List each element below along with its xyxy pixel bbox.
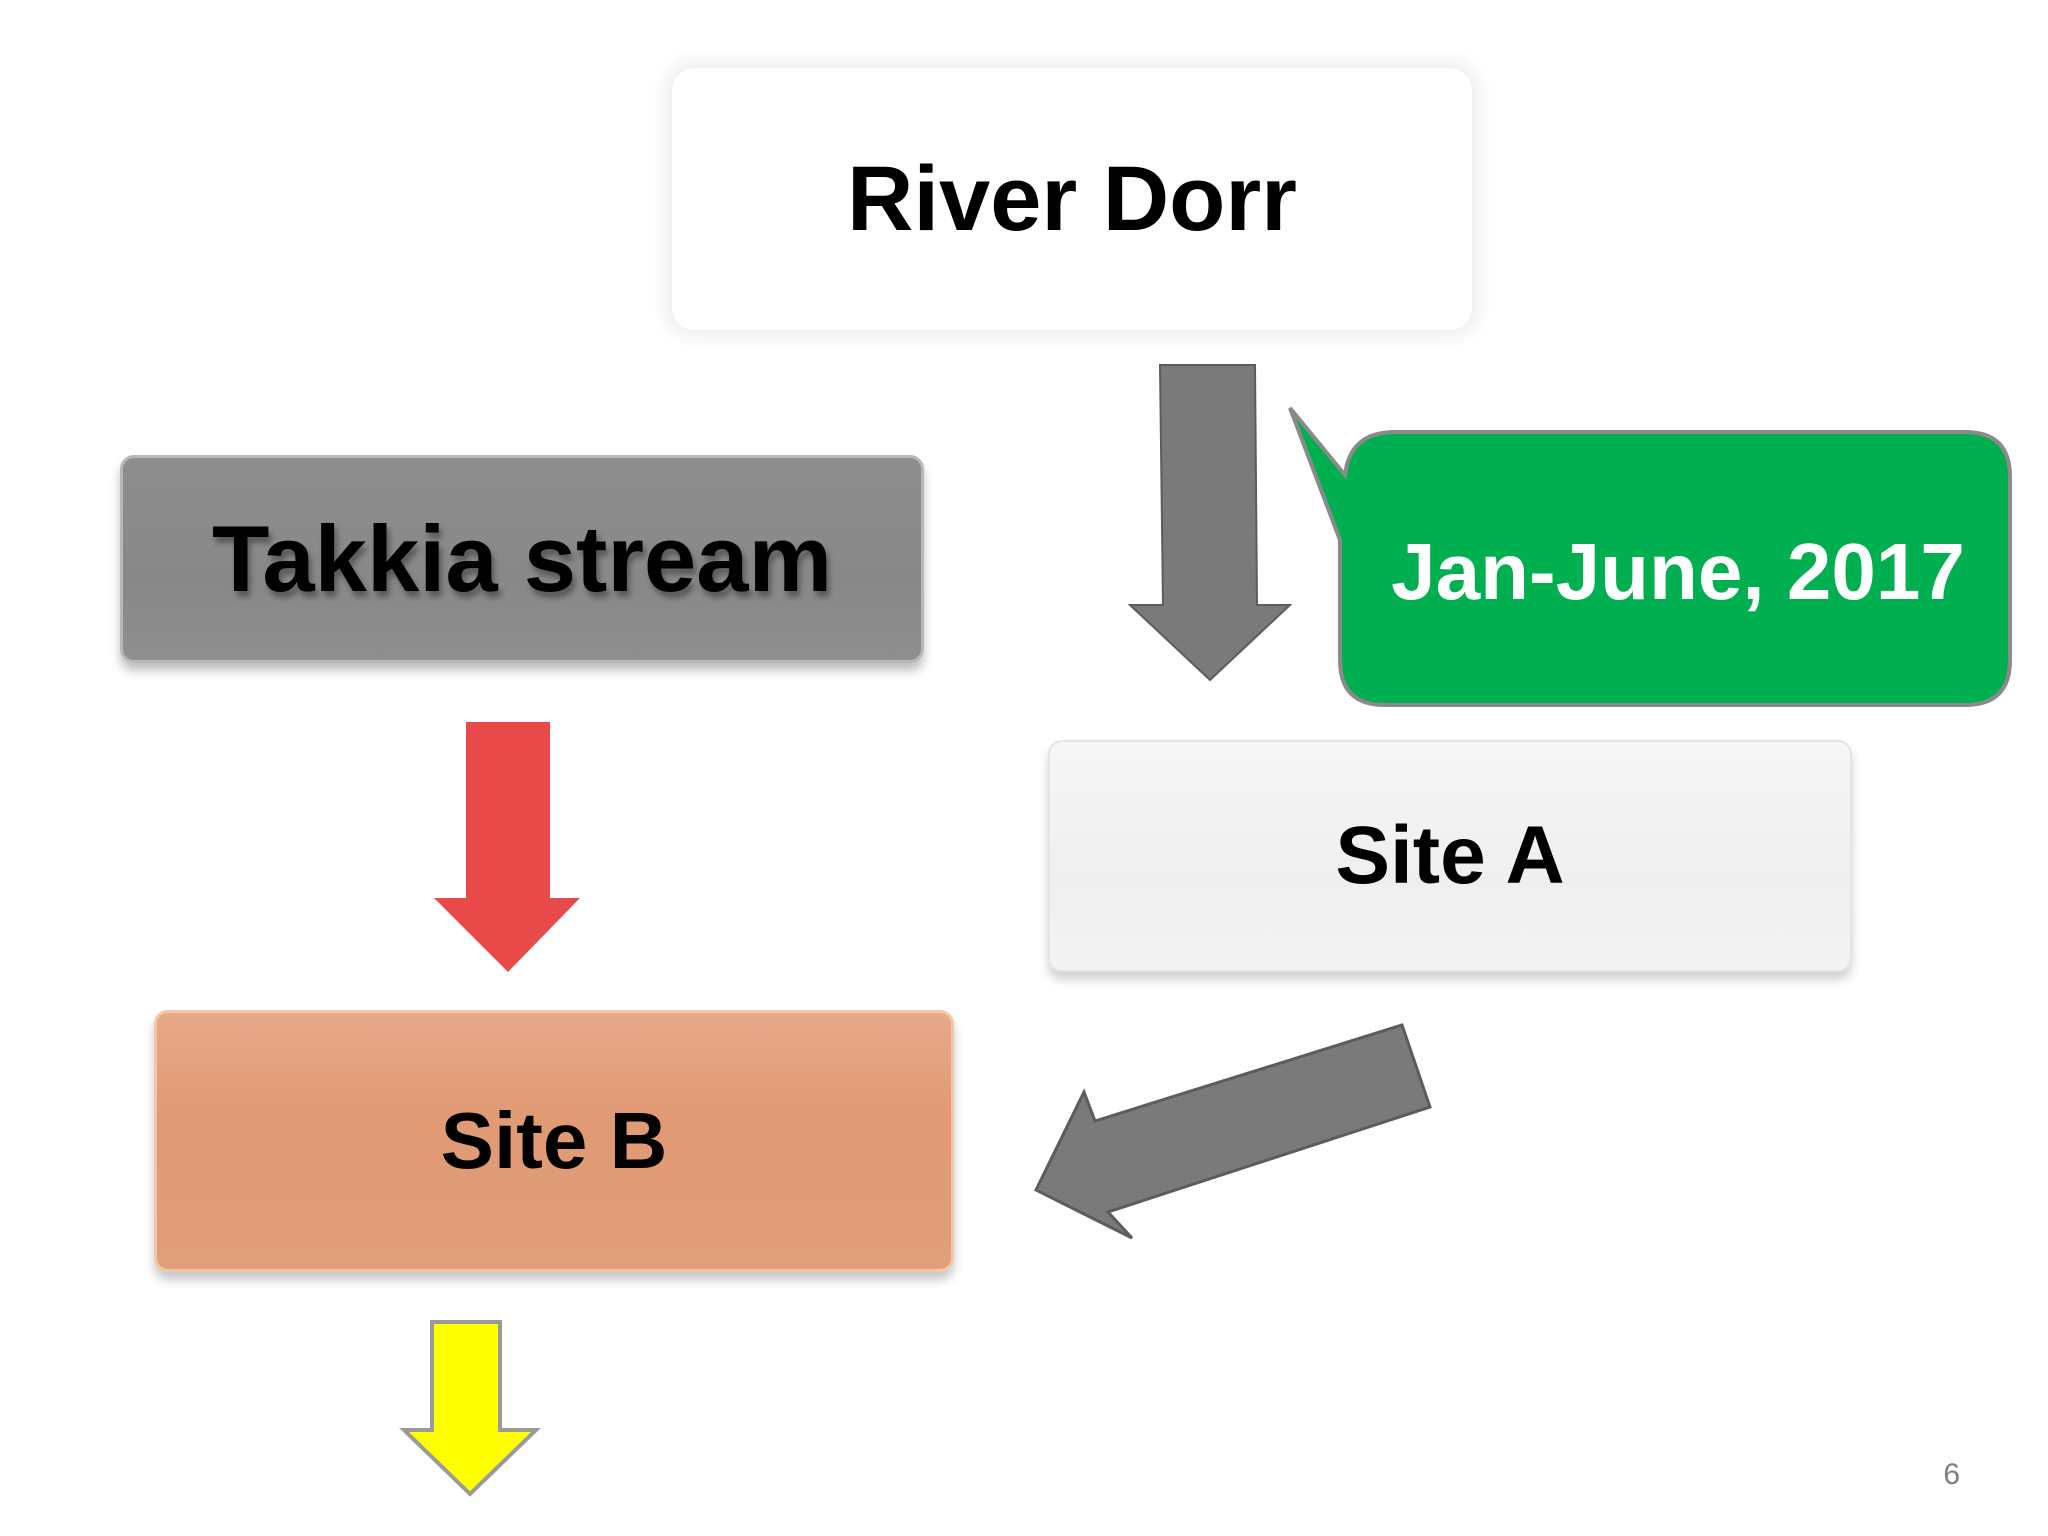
- takkia-stream-label: Takkia stream: [211, 506, 833, 611]
- takkia-to-site-b-arrow: [434, 722, 580, 972]
- page-number: 6: [1943, 1458, 1960, 1491]
- site-b-down-arrow: [399, 1320, 541, 1497]
- river-to-site-a-arrow: [1127, 364, 1293, 682]
- site-a-node: Site A: [1048, 740, 1852, 972]
- site-a-to-site-b-arrow: [1033, 1023, 1432, 1240]
- site-b-label: Site B: [440, 1096, 668, 1185]
- river-dorr-node: River Dorr: [672, 68, 1472, 330]
- river-dorr-label: River Dorr: [847, 147, 1297, 250]
- date-callout: Jan-June, 2017: [1340, 432, 2016, 704]
- site-b-node: Site B: [154, 1010, 954, 1272]
- takkia-stream-node: Takkia stream: [120, 455, 924, 663]
- date-callout-label: Jan-June, 2017: [1391, 527, 1965, 616]
- site-a-label: Site A: [1335, 810, 1565, 901]
- date-callout-bubble: [1288, 406, 2012, 707]
